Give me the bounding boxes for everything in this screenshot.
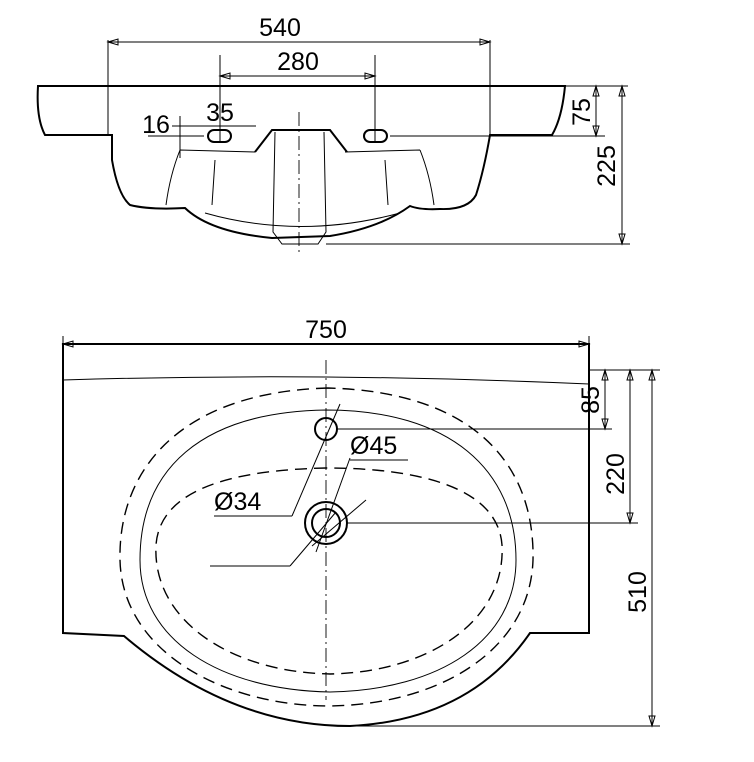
- dim-750-label: 750: [305, 316, 347, 344]
- top-view: Ø45 Ø34 750 85 220 510: [61, 316, 660, 728]
- dim-540-label: 540: [259, 14, 301, 42]
- dim-220-label: 220: [602, 453, 630, 495]
- dim-d34-label: Ø34: [214, 488, 261, 516]
- dim-16-label: 16: [142, 111, 170, 139]
- front-view-bowl-bottom: [204, 212, 401, 227]
- top-view-back-edge: [62, 376, 590, 385]
- dim-d45-label: Ø45: [350, 432, 397, 460]
- top-view-outer-dashed-rim: [119, 387, 534, 707]
- front-view-inner-left: [165, 149, 256, 206]
- dim-280-label: 280: [277, 48, 319, 76]
- dim-35-label: 35: [206, 99, 234, 127]
- front-view-tap-hump: [254, 129, 348, 153]
- dim-225-label: 225: [593, 145, 621, 187]
- dim-510-label: 510: [624, 571, 652, 613]
- dim-85-label: 85: [577, 386, 605, 414]
- front-view-inner-right: [344, 149, 435, 206]
- dim-75-label: 75: [568, 98, 596, 126]
- front-view-basin-outline: [36, 85, 567, 240]
- top-view-inner-bowl: [139, 409, 517, 693]
- top-view-drain-inner: [311, 508, 341, 538]
- front-view-overflow-spout: [272, 131, 327, 245]
- top-view-inner-dashed-bowl: [155, 467, 503, 675]
- front-view: 540 280 35 16 75 225: [36, 14, 630, 256]
